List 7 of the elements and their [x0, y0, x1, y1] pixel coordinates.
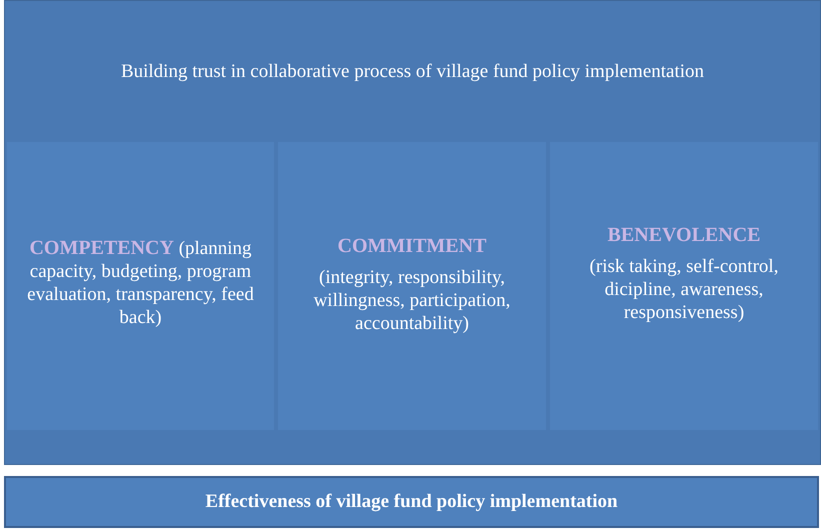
concept-text: BENEVOLENCE (risk taking, self-control, dicipline, awareness, responsiveness) [588, 223, 780, 324]
concept-text: COMMITMENT (integrity, responsibility, willingness, participation, accountability) [312, 234, 512, 335]
outcome-box [4, 476, 819, 528]
concept-text: COMPETENCY (planning capacity, budgeting, program evaluation, transparency, feed back) [26, 236, 255, 329]
outcome-text: Effectiveness of village fund policy implementation [204, 490, 619, 513]
panel-heading: Building trust in collaborative process of village fund policy implementation [120, 60, 706, 83]
framework-panel [4, 0, 821, 465]
